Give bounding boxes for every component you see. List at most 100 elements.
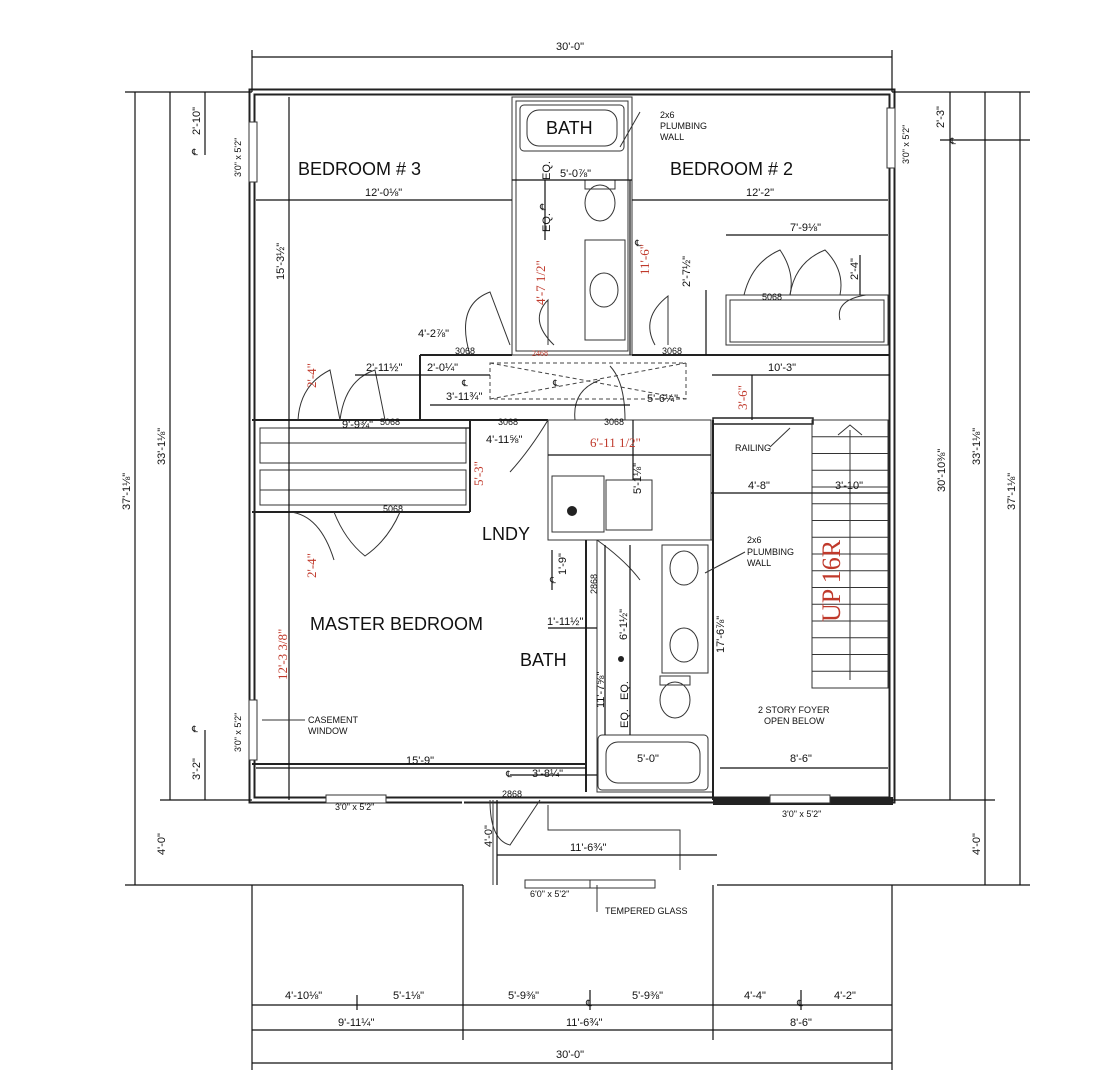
door-label: 5068 [380, 417, 400, 427]
note-plumbing-2: PLUMBING [660, 121, 707, 131]
note-stairs: UP 16R [817, 539, 846, 622]
room-labels: BEDROOM # 3 BEDROOM # 2 BATH MASTER BEDR… [298, 118, 793, 670]
dim-hall-a: 4'-2⅞" [418, 328, 449, 340]
note-foyer-1: 2 STORY FOYER [758, 705, 830, 715]
note-casement-2: WINDOW [308, 726, 348, 736]
centerline-markers: ℄ ℄ ℄ ℄ ℄ ℄ ℄ ℄ ℄ ℄ ℄ [191, 136, 956, 1008]
room-label-bath-master: BATH [520, 650, 567, 670]
dimension-text: 30'-0" 30'-0" 37'-1⅛" 37'-1⅛" 33'-1⅛" 33… [121, 41, 1018, 1061]
svg-text:℄: ℄ [949, 136, 956, 146]
dim-closet-row: 9'-9¾" [342, 419, 373, 431]
dim-left-bottom-window: 3'-2" [191, 758, 203, 780]
fixtures [489, 104, 699, 719]
window-label-bottom-right: 3'0" x 5'2" [782, 809, 821, 819]
dim-master-width: 15'-9" [406, 755, 434, 767]
dim-mb-bath-b: 1'-11½" [547, 616, 583, 628]
svg-text:℄: ℄ [539, 202, 546, 212]
red-dimensions: 2'-4" 4'-7 1/2" 11'-6" 3'-6" 6'-11 1/2" … [275, 244, 750, 680]
dim-bath-width: 5'-0⅞" [560, 168, 591, 180]
svg-text:℄: ℄ [505, 769, 512, 779]
dim-right-inner: 30'-10⅜" [936, 449, 948, 492]
dim-closet-depth: 2'-4" [849, 258, 861, 280]
red-dim: 5'-3" [471, 461, 486, 486]
dim-eq: EQ. [541, 161, 553, 180]
note-plumbing-mid-1: 2x6 [747, 535, 762, 545]
door-label: 5068 [762, 292, 782, 302]
dim-bottom-b5: 4'-4" [744, 990, 766, 1002]
red-dim: 11'-6" [637, 244, 652, 275]
note-railing: RAILING [735, 443, 771, 453]
svg-text:℄: ℄ [191, 147, 198, 157]
note-plumbing-mid-3: WALL [747, 558, 771, 568]
red-dim: 12'-3 3/8" [275, 629, 290, 680]
room-label-bath-top: BATH [546, 118, 593, 138]
dim-bottom-c2: 11'-6¾" [566, 1017, 602, 1029]
dim-bottom-b6: 4'-2" [834, 990, 856, 1002]
door-label: 2468 [532, 349, 548, 358]
door-label: 3068 [662, 346, 682, 356]
door-label: 3068 [604, 417, 624, 427]
note-foyer-2: OPEN BELOW [764, 716, 825, 726]
dim-bottom-c3: 8'-6" [790, 1017, 812, 1029]
dim-closet-width: 7'-9⅛" [790, 222, 821, 234]
dim-bay-width: 11'-6¾" [570, 842, 606, 854]
dim-eq: EQ. [619, 709, 631, 728]
svg-text:℄: ℄ [585, 998, 592, 1008]
svg-text:℄: ℄ [634, 238, 641, 248]
svg-text:℄: ℄ [796, 998, 803, 1008]
door-label: 2868 [502, 789, 522, 799]
dim-left-top-window: 2'-10" [191, 107, 203, 135]
room-label-bedroom3: BEDROOM # 3 [298, 159, 421, 179]
dim-tub-width: 5'-0" [637, 753, 659, 765]
window-label-bottom-left: 3'0" x 5'2" [335, 802, 374, 812]
dim-foyer-w3: 8'-6" [790, 753, 812, 765]
svg-text:℄: ℄ [461, 378, 468, 388]
dim-left-overall: 37'-1⅛" [121, 473, 133, 510]
dim-hall-c: 2'-0¼" [427, 362, 458, 374]
dim-bottom-b1: 4'-10⅛" [285, 990, 322, 1002]
dim-hall-d: 3'-11¾" [446, 391, 482, 403]
windows [248, 107, 896, 889]
svg-text:℄: ℄ [191, 724, 198, 734]
exterior-walls [248, 88, 896, 886]
dim-hall-b: 2'-11½" [366, 362, 402, 374]
dim-bed2-width: 12'-2" [746, 187, 774, 199]
red-dim: 2'-4" [304, 553, 319, 578]
room-label-master: MASTER BEDROOM [310, 614, 483, 634]
svg-text:℄: ℄ [552, 378, 559, 388]
door-label: 3068 [498, 417, 518, 427]
window-label-bay: 6'0" x 5'2" [530, 889, 569, 899]
dim-bed2-closet-depth: 2'-7½" [681, 256, 693, 287]
dim-left-main: 33'-1⅛" [156, 428, 168, 465]
door-label: 2868 [589, 574, 599, 594]
dim-bed3-depth: 15'-3½" [275, 243, 287, 280]
dim-right-top-window: 2'-3" [935, 106, 947, 128]
dimension-lines [125, 50, 1030, 1070]
window-label-left-bottom: 3'0" x 5'2" [233, 713, 243, 752]
window-label-left-top: 3'0" x 5'2" [233, 138, 243, 177]
svg-text:℄: ℄ [549, 575, 556, 585]
dim-mb-bath-c: 6'-1½" [618, 609, 630, 640]
dim-right-overall: 37'-1⅛" [1006, 473, 1018, 510]
note-tempered-glass: TEMPERED GLASS [605, 906, 688, 916]
door-labels: 3068 2468 3068 5068 3068 3068 5068 5068 … [380, 292, 782, 799]
dim-laundry-height: 5'-1⅛" [632, 463, 644, 494]
dim-bottom-c1: 9'-11¼" [338, 1017, 374, 1029]
dim-mb-bath-e: 3'-8¼" [532, 768, 563, 780]
red-dim: 6'-11 1/2" [590, 435, 641, 450]
dim-foyer-w1: 4'-8" [748, 480, 770, 492]
dim-right-main: 33'-1⅛" [971, 428, 983, 465]
dim-bottom-b4: 5'-9⅜" [632, 990, 663, 1002]
dim-bed3-width: 12'-0⅛" [365, 187, 402, 199]
dim-bottom-overall: 30'-0" [556, 1049, 584, 1061]
interior-walls [252, 96, 890, 870]
note-plumbing-mid-2: PLUMBING [747, 547, 794, 557]
red-dim: 2'-4" [304, 363, 319, 388]
note-plumbing-1: 2x6 [660, 110, 675, 120]
note-plumbing-3: WALL [660, 132, 684, 142]
doors [289, 249, 867, 885]
dim-mb-bath-a: 1'-9" [557, 553, 569, 575]
dim-stair-length: 17'-6⅞" [715, 616, 727, 653]
dim-bottom-b2: 5'-1⅛" [393, 990, 424, 1002]
